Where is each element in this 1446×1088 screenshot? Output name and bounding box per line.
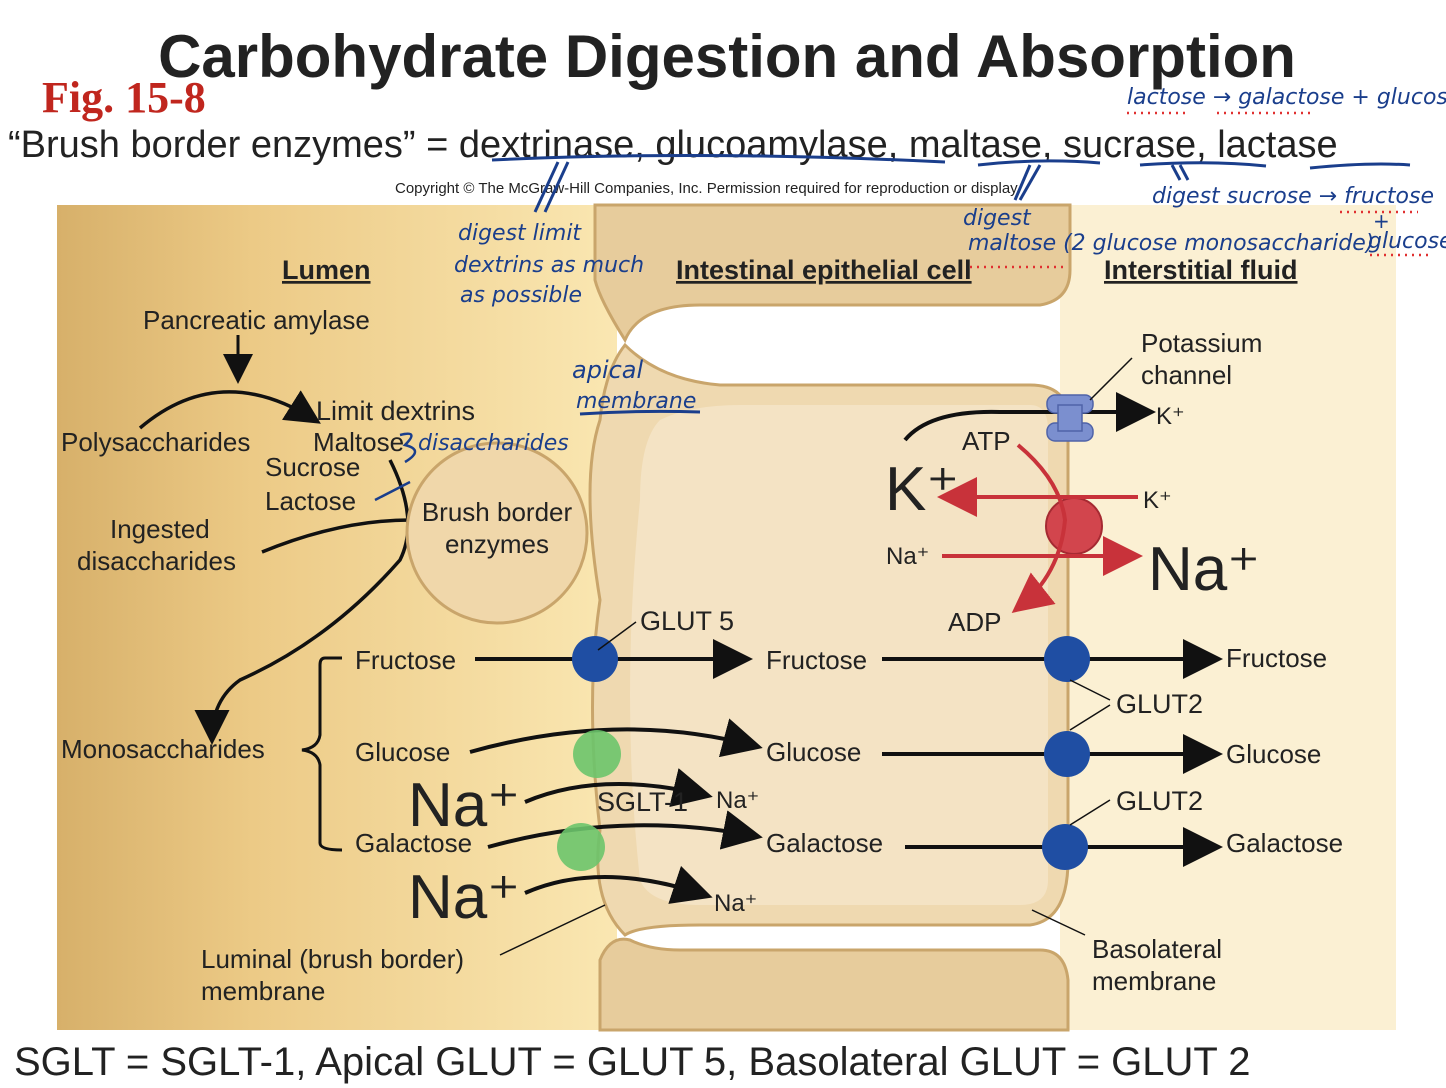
lactose: Lactose: [265, 486, 356, 516]
cytoplasm: [630, 405, 1048, 905]
copyright: Copyright © The McGraw-Hill Companies, I…: [395, 180, 1021, 197]
sucrose: Sucrose: [265, 452, 360, 482]
na-big-out: Na⁺: [1148, 535, 1260, 604]
k-big: K⁺: [885, 455, 959, 524]
glut2-label-a: GLUT2: [1116, 689, 1203, 719]
potassium-1: Potassium: [1141, 328, 1262, 358]
lumen-na-1: Na⁺: [408, 771, 520, 840]
glut2-pointers: [1069, 679, 1111, 826]
potassium-channel-icon: [1046, 394, 1094, 442]
sglt1-transporter-top: [573, 730, 621, 778]
interstitial-region: [1060, 205, 1396, 1030]
lactose-pointer: [374, 480, 411, 502]
limit-dextrins: Limit dextrins: [316, 396, 475, 426]
cell-na-1: Na⁺: [716, 787, 759, 814]
footer-note: SGLT = SGLT-1, Apical GLUT = GLUT 5, Bas…: [14, 1040, 1250, 1084]
glut2-fructose: [1044, 636, 1090, 682]
note-glucose: glucose: [1368, 229, 1446, 254]
handwritten-underlines: [491, 153, 1411, 416]
cell-galactose: Galactose: [766, 828, 883, 858]
lumen-na-2: Na⁺: [408, 863, 520, 932]
note-disaccharides: disaccharides: [418, 431, 569, 456]
glut5-transporter: [572, 636, 618, 682]
polysaccharides: Polysaccharides: [61, 427, 250, 457]
note-dextrin-2: dextrins as much: [454, 253, 644, 278]
note-sucrose: digest sucrose → fructose: [1152, 184, 1434, 209]
atp-label: ATP: [962, 426, 1011, 456]
luminal-pointer: [499, 904, 606, 956]
header-cell: Intestinal epithelial cell: [676, 255, 972, 285]
out-fructose: Fructose: [1226, 643, 1327, 673]
brush-border-1: Brush border: [422, 497, 573, 527]
k-top: K⁺: [1156, 403, 1185, 430]
pump-arrows: [937, 443, 1143, 613]
ingested-2: disaccharides: [77, 546, 236, 576]
page-title: Carbohydrate Digestion and Absorption: [158, 23, 1296, 90]
potassium-pointer: [1089, 357, 1133, 401]
ingested-1: Ingested: [110, 514, 210, 544]
lumen-glucose: Glucose: [355, 737, 450, 767]
upper-neighbor-cell: [593, 203, 1072, 344]
note-apical-1: apical: [572, 356, 644, 384]
header-interstitial: Interstitial fluid: [1104, 255, 1298, 285]
lumen-fructose: Fructose: [355, 645, 456, 675]
note-dextrin-1: digest limit: [458, 221, 582, 246]
luminal-membrane-2: membrane: [201, 976, 325, 1006]
header-lumen: Lumen: [282, 255, 371, 285]
sglt1-label: SGLT-1: [597, 787, 688, 817]
glut2-glucose: [1044, 731, 1090, 777]
note-lactose: lactose → galactose + glucose: [1127, 85, 1446, 110]
glut2-label-b: GLUT2: [1116, 786, 1203, 816]
cell-glucose: Glucose: [766, 737, 861, 767]
glut5-pointer: [597, 621, 637, 651]
lumen-galactose: Galactose: [355, 828, 472, 858]
note-maltose-1: digest: [963, 206, 1032, 231]
subtitle: “Brush border enzymes” = dextrinase, glu…: [8, 124, 1338, 166]
k-pump: K⁺: [1143, 487, 1172, 514]
na-k-pump: [1045, 497, 1103, 555]
monosaccharides: Monosaccharides: [61, 734, 265, 764]
basolateral-2: membrane: [1092, 966, 1216, 996]
pancreatic-amylase: Pancreatic amylase: [143, 305, 370, 335]
potassium-2: channel: [1141, 360, 1232, 390]
note-maltose-2: maltose (2 glucose monosaccharide): [968, 231, 1374, 256]
glut5-label: GLUT 5: [640, 606, 734, 636]
red-dotted-underlines: [970, 111, 1432, 269]
figure-label: Fig. 15-8: [42, 73, 206, 122]
maltose: Maltose: [313, 427, 404, 457]
sglt1-transporter-bottom: [557, 823, 605, 871]
luminal-membrane-1: Luminal (brush border): [201, 944, 464, 974]
mono-brace: [301, 656, 343, 852]
out-glucose: Glucose: [1226, 739, 1321, 769]
glut2-galactose: [1042, 824, 1088, 870]
basolateral-1: Basolateral: [1092, 934, 1222, 964]
out-galactose: Galactose: [1226, 828, 1343, 858]
note-apical-2: membrane: [576, 389, 696, 414]
note-dextrin-3: as possible: [460, 283, 582, 308]
polysaccharide-arrow: [138, 390, 321, 430]
cell-fructose: Fructose: [766, 645, 867, 675]
brace-handwritten: [399, 432, 417, 464]
brush-border-2: enzymes: [445, 529, 549, 559]
basolateral-pointer: [1031, 909, 1086, 936]
adp-label: ADP: [948, 607, 1001, 637]
na-in: Na⁺: [886, 543, 929, 570]
cell-na-2: Na⁺: [714, 890, 757, 917]
note-plus: +: [1373, 209, 1390, 233]
lower-neighbor-cell: [598, 937, 1070, 1032]
brush-border-enzymes: [405, 441, 589, 625]
